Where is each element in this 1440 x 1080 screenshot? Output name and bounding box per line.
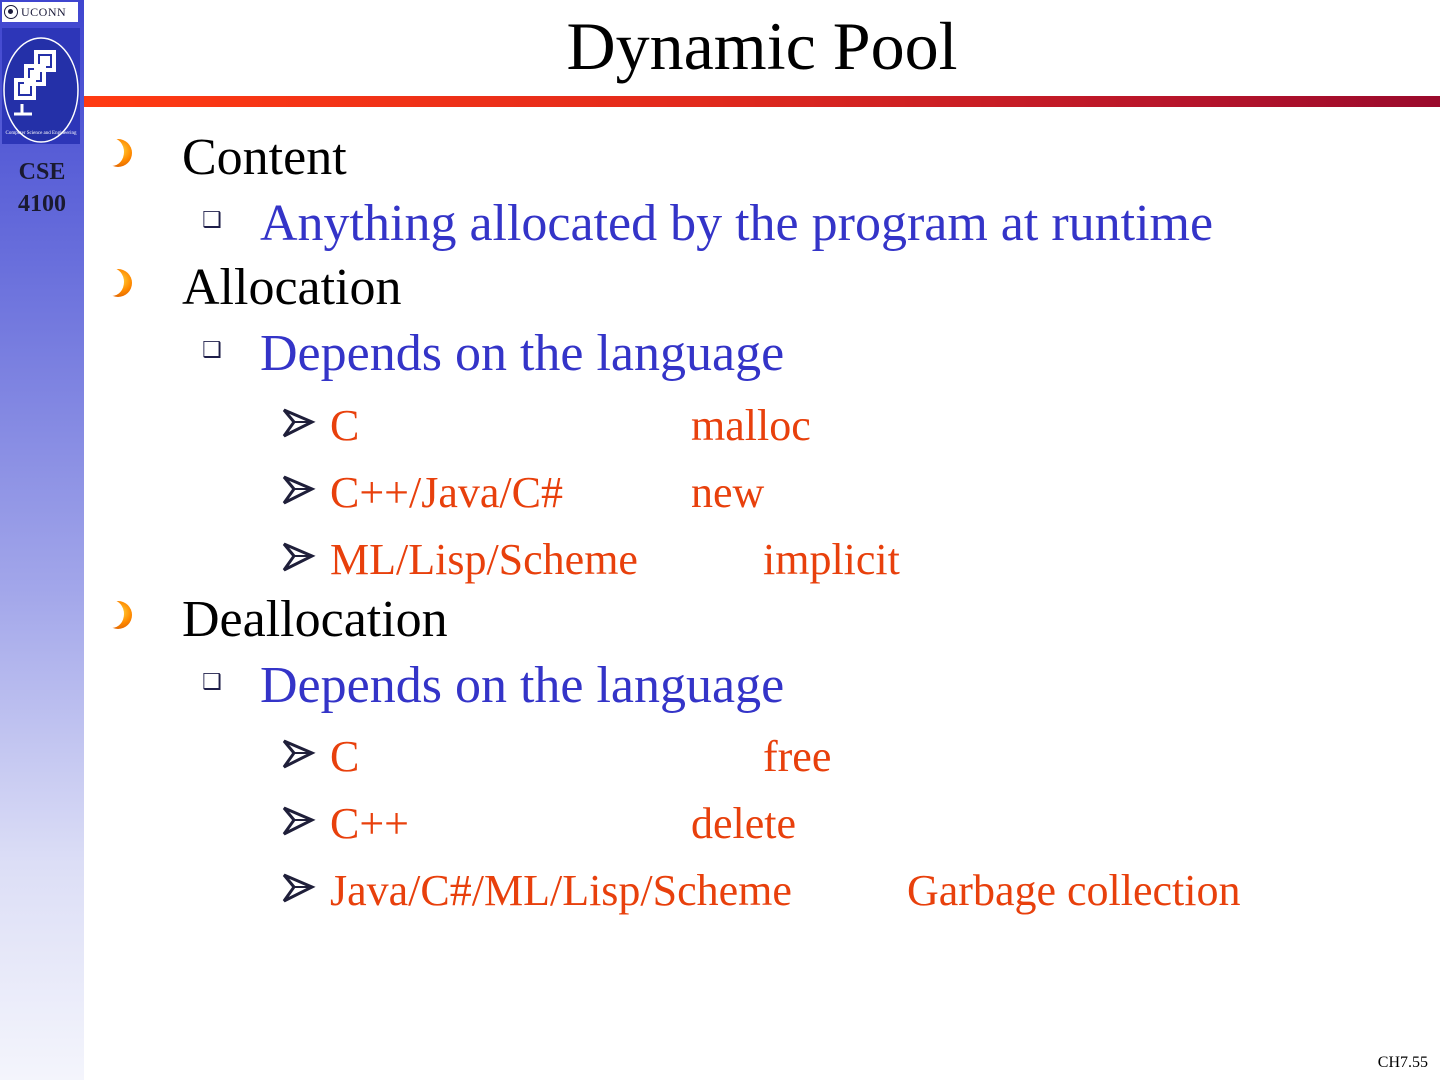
sub-bullet-text: Depends on the language (260, 325, 785, 382)
language-name: Java/C#/ML/Lisp/Scheme (330, 866, 792, 915)
square-box-bullet-icon: ❑ (202, 338, 222, 363)
arrow-bullet-icon (282, 475, 316, 505)
list-item-dealloc-gc: Java/C#/ML/Lisp/Scheme Garbage collectio… (278, 865, 1378, 917)
course-line-2: 4100 (18, 191, 66, 217)
hollow-circle-bullet-icon (100, 138, 132, 167)
sub-bullet-text: Anything allocated by the program at run… (260, 195, 1214, 252)
cse-logo-icon: Computer Science and Engineering (2, 28, 80, 144)
uconn-banner: UCONN (2, 2, 78, 22)
arrow-bullet-icon (282, 408, 316, 438)
allocation-operator: implicit (763, 535, 900, 584)
allocation-operator: malloc (691, 401, 811, 450)
list-item-alloc-c: C malloc (278, 400, 1278, 452)
bullet-text: Allocation (182, 259, 402, 316)
list-item-alloc-cpp-java-cs: C++/Java/C# new (278, 467, 1278, 519)
square-box-bullet-icon: ❑ (202, 670, 222, 695)
arrow-bullet-icon (282, 542, 316, 572)
language-name: C++/Java/C# (330, 468, 563, 517)
list-item-alloc-ml-lisp-scheme: ML/Lisp/Scheme implicit (278, 534, 1278, 586)
sub-bullet-runtime: ❑ Anything allocated by the program at r… (198, 194, 1398, 254)
uconn-seal-icon (4, 5, 18, 19)
hollow-circle-bullet-icon (100, 268, 132, 297)
bullet-content: Content (100, 128, 700, 188)
logo-ring-text: Computer Science and Engineering (6, 131, 77, 136)
bullet-allocation: Allocation (100, 258, 700, 318)
language-name: C (330, 732, 360, 781)
deallocation-operator: Garbage collection (907, 866, 1241, 915)
uconn-label: UCONN (21, 4, 67, 19)
bullet-text: Deallocation (182, 591, 448, 648)
deallocation-operator: free (763, 732, 832, 781)
language-name: ML/Lisp/Scheme (330, 535, 638, 584)
sub-bullet-deallocation-language: ❑ Depends on the language (198, 656, 1098, 716)
course-code: CSE 4100 (0, 156, 84, 220)
list-item-dealloc-cpp: C++ delete (278, 798, 1378, 850)
arrow-bullet-icon (282, 806, 316, 836)
list-item-dealloc-c: C free (278, 731, 1378, 783)
sidebar: UCONN Computer Science and Engineering C… (0, 0, 84, 1080)
bullet-text: Content (182, 129, 347, 186)
slide-number: CH7.55 (1377, 1054, 1428, 1071)
sub-bullet-allocation-language: ❑ Depends on the language (198, 324, 1098, 384)
slide-title: Dynamic Pool (566, 8, 958, 84)
square-box-bullet-icon: ❑ (202, 208, 222, 233)
bullet-deallocation: Deallocation (100, 590, 700, 650)
arrow-bullet-icon (282, 739, 316, 769)
sub-bullet-text: Depends on the language (260, 657, 785, 714)
deallocation-operator: delete (691, 799, 797, 848)
hollow-circle-bullet-icon (100, 600, 132, 629)
title-divider (84, 96, 1440, 107)
language-name: C++ (330, 799, 409, 848)
course-line-1: CSE (18, 159, 66, 185)
allocation-operator: new (691, 468, 765, 517)
language-name: C (330, 401, 360, 450)
arrow-bullet-icon (282, 873, 316, 903)
